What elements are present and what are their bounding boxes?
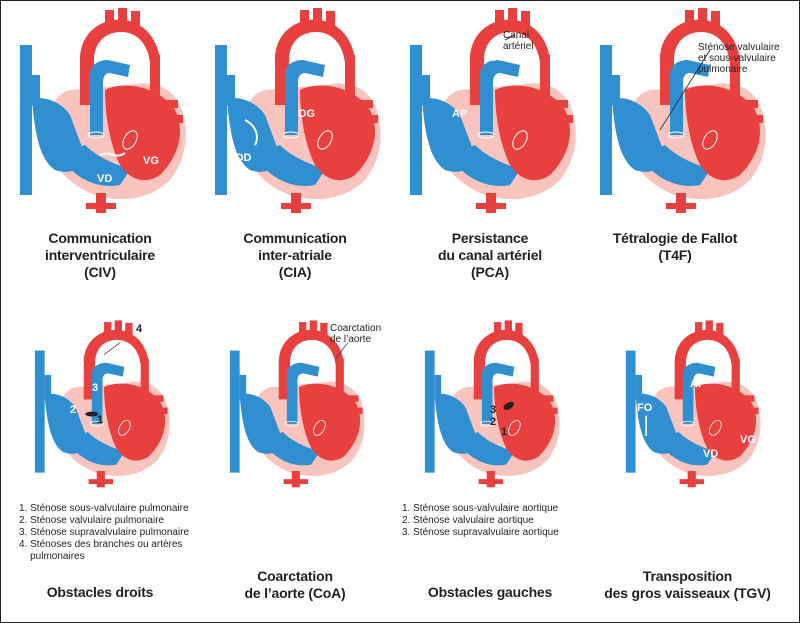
label-od: OD (235, 152, 252, 164)
marker-1: 1 (97, 414, 104, 426)
heart-illustration (19, 7, 187, 214)
marker-3: 3 (92, 382, 99, 394)
panel-title: Transposition des gros vaisseaux (TGV) (604, 568, 771, 601)
heart-illustration (229, 320, 366, 488)
label-og: OG (298, 108, 316, 120)
panel-obstacles-gauches: 3 2 1 1. Sténose sous-valvulaire aortiqu… (395, 318, 595, 618)
label-ap: AP (452, 108, 468, 120)
obstacle-list: 1. Sténose sous-valvulaire aortique 2. S… (402, 503, 559, 538)
label-fo: FO (637, 402, 653, 414)
label-vd: VD (703, 448, 719, 460)
marker-2: 2 (70, 404, 77, 416)
label-ao: Ao (653, 340, 668, 352)
obstacle-list: 1. Sténose sous-valvulaire pulmonaire 2.… (19, 503, 190, 562)
panel-title: Tétralogie de Fallot (T4F) (612, 230, 738, 263)
heart-illustration (599, 7, 767, 214)
panel-civ: VG VD Communication interventriculaire (… (5, 5, 195, 295)
marker-3: 3 (490, 404, 497, 416)
panel-cia: OD OG Communication inter-atriale (CIA) (200, 5, 390, 295)
panel-t4f: Sténose valvulaire et sous-valvulaire pu… (590, 5, 795, 295)
marker-4: 4 (136, 323, 143, 335)
callout-coarctation: Coarctation de l’aorte (330, 323, 382, 345)
panel-title: Persistance du canal artériel (PCA) (438, 230, 542, 280)
label-ao: Ao (440, 43, 455, 55)
panel-tgv: Ao AP FO VG VD Transposition des gros va… (600, 318, 795, 618)
heart-illustration (409, 7, 577, 214)
panel-title: Obstacles droits (46, 584, 154, 600)
panel-title: Communication interventriculaire (CIV) (45, 230, 155, 280)
label-ap: AP (690, 378, 706, 390)
panel-obstacles-droits: 4 3 2 1 1. Sténose sous-valvulaire pulmo… (5, 318, 195, 618)
callout-stenose: Sténose valvulaire et sous-valvulaire pu… (698, 42, 780, 75)
panel-pca: Ao AP Canal artériel Persistance du cana… (395, 5, 585, 295)
panel-coa: Coarctation de l’aorte Coarctation de l’… (200, 318, 390, 618)
label-vd: VD (97, 173, 113, 185)
heart-illustration (424, 320, 561, 488)
heart-illustration (214, 7, 382, 214)
heart-illustration (625, 320, 762, 488)
callout-canal-arteriel: Canal artériel (503, 30, 534, 52)
panel-title: Communication inter-atriale (CIA) (243, 230, 347, 280)
marker-2: 2 (490, 416, 497, 428)
panel-title: Obstacles gauches (427, 584, 553, 600)
marker-1: 1 (501, 426, 508, 438)
heart-illustration (34, 320, 171, 488)
panel-title: Coarctation de l’aorte (CoA) (244, 568, 346, 601)
label-vg: VG (143, 155, 159, 167)
label-vg: VG (740, 434, 756, 446)
